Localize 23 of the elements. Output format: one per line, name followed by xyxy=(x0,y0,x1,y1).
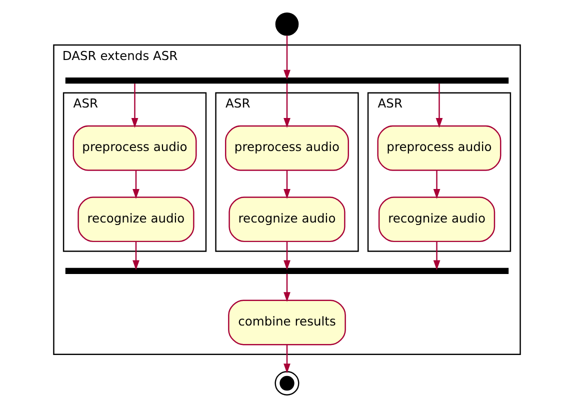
node-box: preprocess audio xyxy=(376,125,501,171)
arrow xyxy=(283,344,290,374)
node-circle xyxy=(274,370,299,396)
node-box: recognize audio xyxy=(228,196,345,242)
arrow xyxy=(283,84,290,128)
arrow xyxy=(283,170,290,199)
arrow xyxy=(283,274,290,302)
arrow xyxy=(132,170,139,199)
arrow xyxy=(283,242,290,270)
arrow xyxy=(435,84,442,128)
node-bar xyxy=(64,78,508,84)
arrow xyxy=(130,84,138,128)
arrow xyxy=(283,36,290,80)
node-box: preprocess audio xyxy=(72,125,196,171)
arrow xyxy=(132,242,139,270)
node-box: recognize audio xyxy=(77,196,194,242)
arrow xyxy=(432,170,440,199)
node-box: preprocess audio xyxy=(224,125,348,171)
arrow xyxy=(432,242,440,270)
node-box: combine results xyxy=(228,300,346,346)
node-bar xyxy=(64,268,508,274)
node-circle xyxy=(274,12,298,36)
node-box: recognize audio xyxy=(378,196,495,242)
